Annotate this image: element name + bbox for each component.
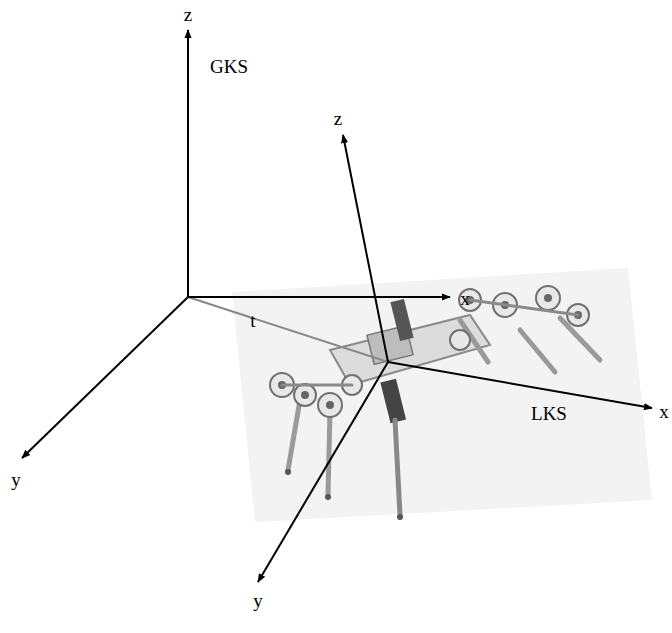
axis-label: x [460,289,470,308]
axis-label: z [334,109,342,128]
axis-label: x [659,402,669,421]
global-axes [22,30,450,458]
photo-backdrop [232,268,652,522]
vector-label: t [250,311,255,330]
local-axes [258,135,652,582]
hexapod-robot [270,286,600,520]
system-label: LKS [531,404,567,423]
axis-label: y [253,591,263,610]
axis-label: y [11,470,21,489]
axis-label: z [184,5,192,24]
system-label: GKS [210,57,248,76]
translation-line [188,297,388,362]
